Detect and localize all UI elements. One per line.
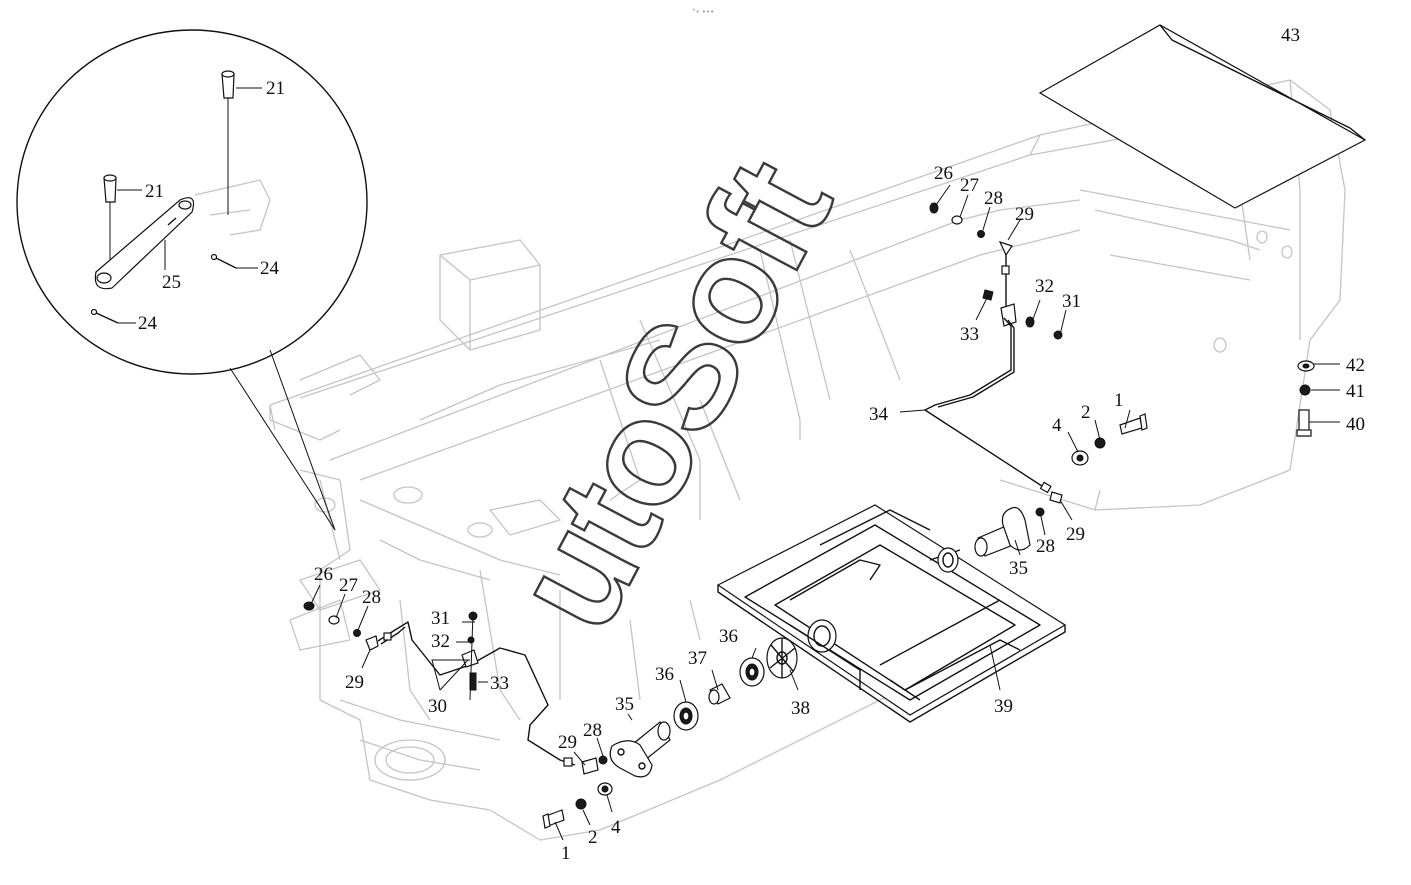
callout-2-upper: 2 [1081, 402, 1091, 423]
callout-36-right: 36 [719, 626, 738, 647]
callout-32-lower: 32 [431, 631, 450, 652]
callout-labels: 43 21 21 25 24 24 26 27 28 29 32 31 33 3… [138, 25, 1365, 864]
callout-42: 42 [1346, 355, 1365, 376]
part-43-cover-plate [1038, 24, 1367, 209]
callout-41: 41 [1346, 381, 1365, 402]
lower-hose-group [303, 584, 576, 767]
callout-32-upper: 32 [1035, 276, 1054, 297]
callout-33-upper: 33 [960, 324, 979, 345]
callout-24-upper: 24 [260, 258, 280, 279]
callout-27-lower: 27 [339, 575, 358, 596]
upper-bolt-stack [974, 360, 1340, 557]
callout-28-lower: 28 [362, 587, 381, 608]
callout-28-right: 28 [1036, 536, 1055, 557]
top-mark: °• ••• [692, 8, 714, 16]
callout-21-top: 21 [266, 78, 285, 99]
callout-29-bottom: 29 [558, 732, 577, 753]
callout-26-lower: 26 [314, 564, 333, 585]
upper-hose-group [899, 184, 1067, 494]
callout-24-lower: 24 [138, 313, 158, 334]
callout-30: 30 [428, 696, 447, 717]
callout-34: 34 [869, 404, 889, 425]
callout-43: 43 [1281, 25, 1300, 46]
callout-27-upper: 27 [960, 175, 979, 196]
part-39-subframe [716, 504, 1067, 723]
callout-31-lower: 31 [431, 608, 450, 629]
callout-33-lower: 33 [490, 673, 509, 694]
callout-28-bottom: 28 [583, 720, 602, 741]
callout-21-left: 21 [145, 181, 164, 202]
callout-38: 38 [791, 698, 810, 719]
callout-29-right: 29 [1066, 524, 1085, 545]
callout-39: 39 [994, 696, 1013, 717]
callout-35-left: 35 [615, 694, 634, 715]
lower-bolt-stack [542, 737, 613, 841]
callout-4-bottom: 4 [611, 817, 621, 838]
callout-25: 25 [162, 272, 181, 293]
callout-1-upper: 1 [1114, 390, 1124, 411]
callout-31-upper: 31 [1062, 291, 1081, 312]
callout-40: 40 [1346, 414, 1365, 435]
pivot-parts [609, 637, 799, 778]
callout-2-bottom: 2 [588, 827, 598, 848]
callout-36-left: 36 [655, 664, 674, 685]
callout-29-lower: 29 [345, 672, 364, 693]
callout-28-upper: 28 [984, 188, 1003, 209]
callout-35-right: 35 [1009, 558, 1028, 579]
callout-4-upper: 4 [1052, 415, 1062, 436]
callout-29-upper: 29 [1015, 204, 1034, 225]
callout-37: 37 [688, 648, 707, 669]
callout-1-bottom: 1 [561, 843, 571, 864]
callout-26-upper: 26 [934, 163, 953, 184]
detail-inset [16, 29, 368, 531]
